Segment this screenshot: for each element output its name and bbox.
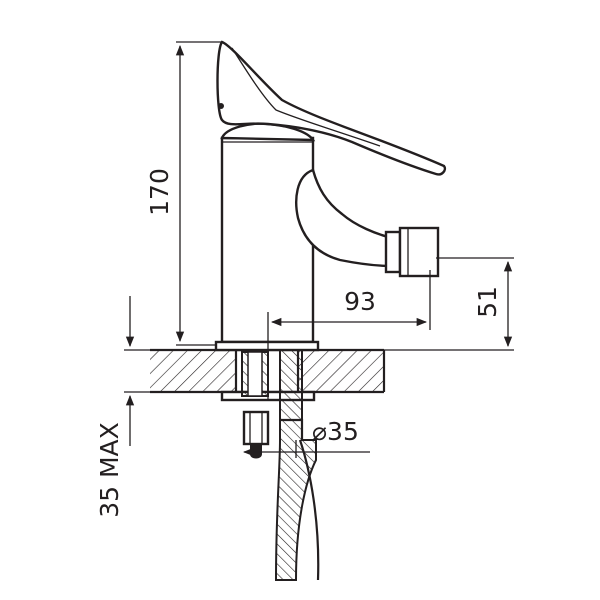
dimension-diameter-35: ⌀35 (242, 417, 370, 458)
flex-hose (274, 349, 320, 581)
lever-handle (216, 40, 447, 176)
dimension-170: 170 (145, 41, 222, 346)
dimension-51: 51 (384, 257, 514, 351)
dimension-35-max: 35 MAX (95, 296, 150, 518)
countertop (150, 348, 386, 394)
dim-label-35-max: 35 MAX (95, 422, 124, 518)
faucet-body (214, 122, 320, 352)
spout (295, 168, 440, 278)
dim-label-diameter: ⌀35 (312, 417, 359, 446)
dim-label-170: 170 (145, 168, 174, 216)
dim-label-51: 51 (473, 286, 502, 318)
dimension-93: 93 (267, 270, 431, 400)
dim-label-93: 93 (344, 287, 376, 316)
